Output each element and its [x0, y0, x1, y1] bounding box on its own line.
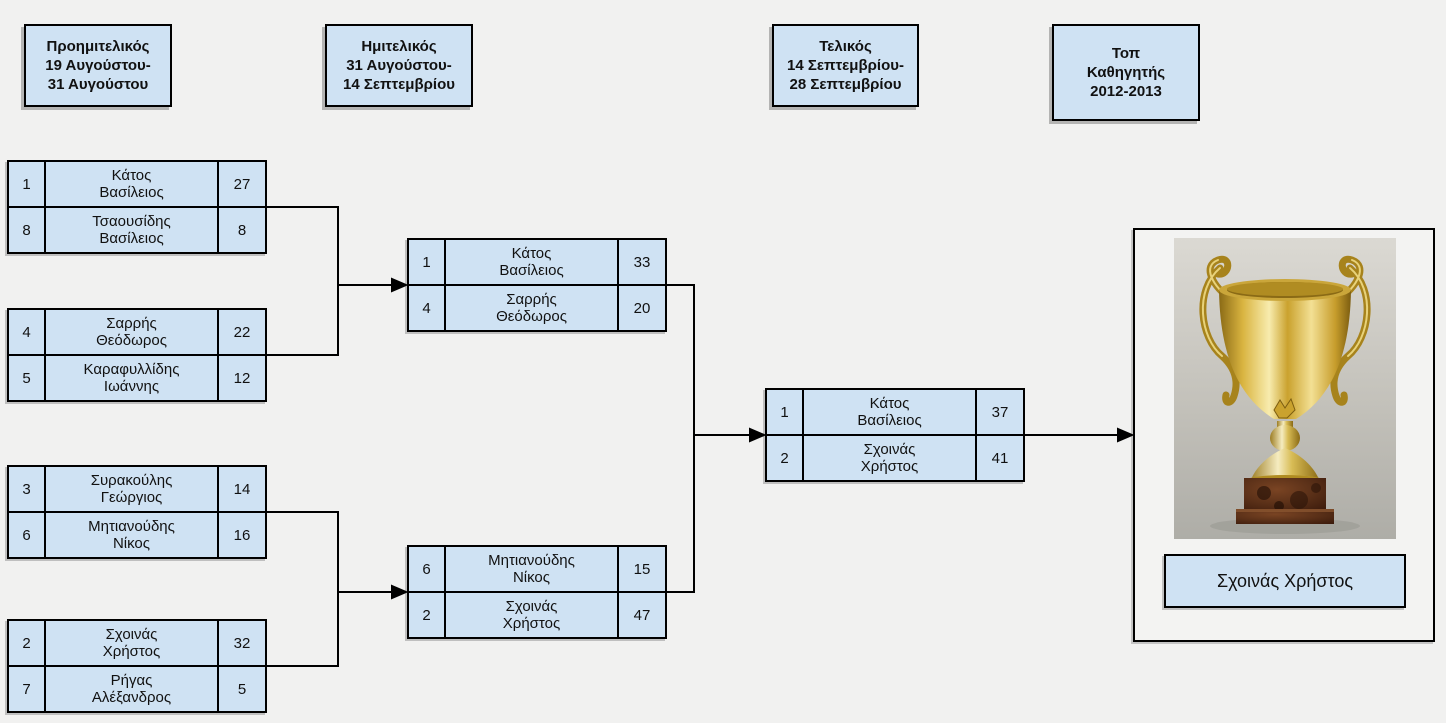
- player-row: 6 Μητιανούδης Νίκος 15: [409, 547, 665, 591]
- score-cell: 12: [217, 356, 265, 400]
- score-cell: 8: [217, 208, 265, 252]
- seed-cell: 6: [9, 513, 46, 557]
- player-name: Σαρρής Θεόδωρος: [496, 291, 567, 325]
- player-name: Κάτος Βασίλειος: [499, 245, 564, 279]
- arrowhead-icon: [391, 584, 409, 600]
- seed-cell: 1: [9, 162, 46, 206]
- player-row: 8 Τσαουσίδης Βασίλειος 8: [9, 206, 265, 252]
- quarterfinal-match-1: 1 Κάτος Βασίλειος 27 8 Τσαουσίδης Βασίλε…: [7, 160, 267, 254]
- score-cell: 32: [217, 621, 265, 665]
- seed-cell: 3: [9, 467, 46, 511]
- player-row: 5 Καραφυλλίδης Ιωάννης 12: [9, 354, 265, 400]
- seed-cell: 2: [409, 593, 446, 637]
- score-cell: 16: [217, 513, 265, 557]
- player-row: 2 Σχοινάς Χρήστος 41: [767, 434, 1023, 480]
- player-row: 4 Σαρρής Θεόδωρος 22: [9, 310, 265, 354]
- arrowhead-icon: [749, 427, 767, 443]
- seed-cell: 2: [767, 436, 804, 480]
- final-match: 1 Κάτος Βασίλειος 37 2 Σχοινάς Χρήστος 4…: [765, 388, 1025, 482]
- seed-cell: 1: [409, 240, 446, 284]
- score-cell: 37: [975, 390, 1023, 434]
- seed-cell: 6: [409, 547, 446, 591]
- player-name: Καραφυλλίδης Ιωάννης: [83, 361, 180, 395]
- score-cell: 20: [617, 286, 665, 330]
- round-header-quarterfinal: Προημιτελικός 19 Αυγούστου- 31 Αυγούστου: [24, 24, 172, 107]
- score-cell: 47: [617, 593, 665, 637]
- player-name: Σχοινάς Χρήστος: [502, 598, 561, 632]
- trophy-image: [1174, 238, 1396, 539]
- player-row: 1 Κάτος Βασίλειος 33: [409, 240, 665, 284]
- player-name: Τσαουσίδης Βασίλειος: [92, 213, 171, 247]
- arrowhead-icon: [1117, 427, 1135, 443]
- player-name: Συρακούλης Γεώργιος: [90, 472, 173, 506]
- seed-cell: 8: [9, 208, 46, 252]
- score-cell: 27: [217, 162, 265, 206]
- seed-cell: 4: [409, 286, 446, 330]
- score-cell: 14: [217, 467, 265, 511]
- arrowhead-icon: [391, 277, 409, 293]
- quarterfinal-match-4: 2 Σχοινάς Χρήστος 32 7 Ρήγας Αλέξανδρος …: [7, 619, 267, 713]
- score-cell: 33: [617, 240, 665, 284]
- champion-name-box: Σχοινάς Χρήστος: [1164, 554, 1406, 608]
- semifinal-match-1: 1 Κάτος Βασίλειος 33 4 Σαρρής Θεόδωρος 2…: [407, 238, 667, 332]
- score-cell: 15: [617, 547, 665, 591]
- champion-panel: Σχοινάς Χρήστος: [1133, 228, 1435, 642]
- player-row: 1 Κάτος Βασίλειος 27: [9, 162, 265, 206]
- player-name: Σχοινάς Χρήστος: [860, 441, 919, 475]
- score-cell: 41: [975, 436, 1023, 480]
- player-row: 7 Ρήγας Αλέξανδρος 5: [9, 665, 265, 711]
- round-header-final: Τελικός 14 Σεπτεμβρίου- 28 Σεπτεμβρίου: [772, 24, 919, 107]
- player-row: 3 Συρακούλης Γεώργιος 14: [9, 467, 265, 511]
- player-name: Ρήγας Αλέξανδρος: [91, 672, 172, 706]
- player-row: 1 Κάτος Βασίλειος 37: [767, 390, 1023, 434]
- player-row: 2 Σχοινάς Χρήστος 47: [409, 591, 665, 637]
- seed-cell: 4: [9, 310, 46, 354]
- player-row: 2 Σχοινάς Χρήστος 32: [9, 621, 265, 665]
- player-name: Σχοινάς Χρήστος: [102, 626, 161, 660]
- round-header-semifinal: Ημιτελικός 31 Αυγούστου- 14 Σεπτεμβρίου: [325, 24, 473, 107]
- seed-cell: 5: [9, 356, 46, 400]
- player-row: 4 Σαρρής Θεόδωρος 20: [409, 284, 665, 330]
- player-name: Κάτος Βασίλειος: [857, 395, 922, 429]
- trophy-handles: [1199, 255, 1371, 406]
- score-cell: 22: [217, 310, 265, 354]
- player-name: Μητιανούδης Νίκος: [488, 552, 575, 586]
- score-cell: 5: [217, 667, 265, 711]
- player-row: 6 Μητιανούδης Νίκος 16: [9, 511, 265, 557]
- semifinal-match-2: 6 Μητιανούδης Νίκος 15 2 Σχοινάς Χρήστος…: [407, 545, 667, 639]
- player-name: Κάτος Βασίλειος: [99, 167, 164, 201]
- round-header-champion: Τοπ Καθηγητής 2012-2013: [1052, 24, 1200, 121]
- quarterfinal-match-3: 3 Συρακούλης Γεώργιος 14 6 Μητιανούδης Ν…: [7, 465, 267, 559]
- player-name: Μητιανούδης Νίκος: [88, 518, 175, 552]
- player-name: Σαρρής Θεόδωρος: [96, 315, 167, 349]
- quarterfinal-match-2: 4 Σαρρής Θεόδωρος 22 5 Καραφυλλίδης Ιωάν…: [7, 308, 267, 402]
- seed-cell: 1: [767, 390, 804, 434]
- seed-cell: 2: [9, 621, 46, 665]
- seed-cell: 7: [9, 667, 46, 711]
